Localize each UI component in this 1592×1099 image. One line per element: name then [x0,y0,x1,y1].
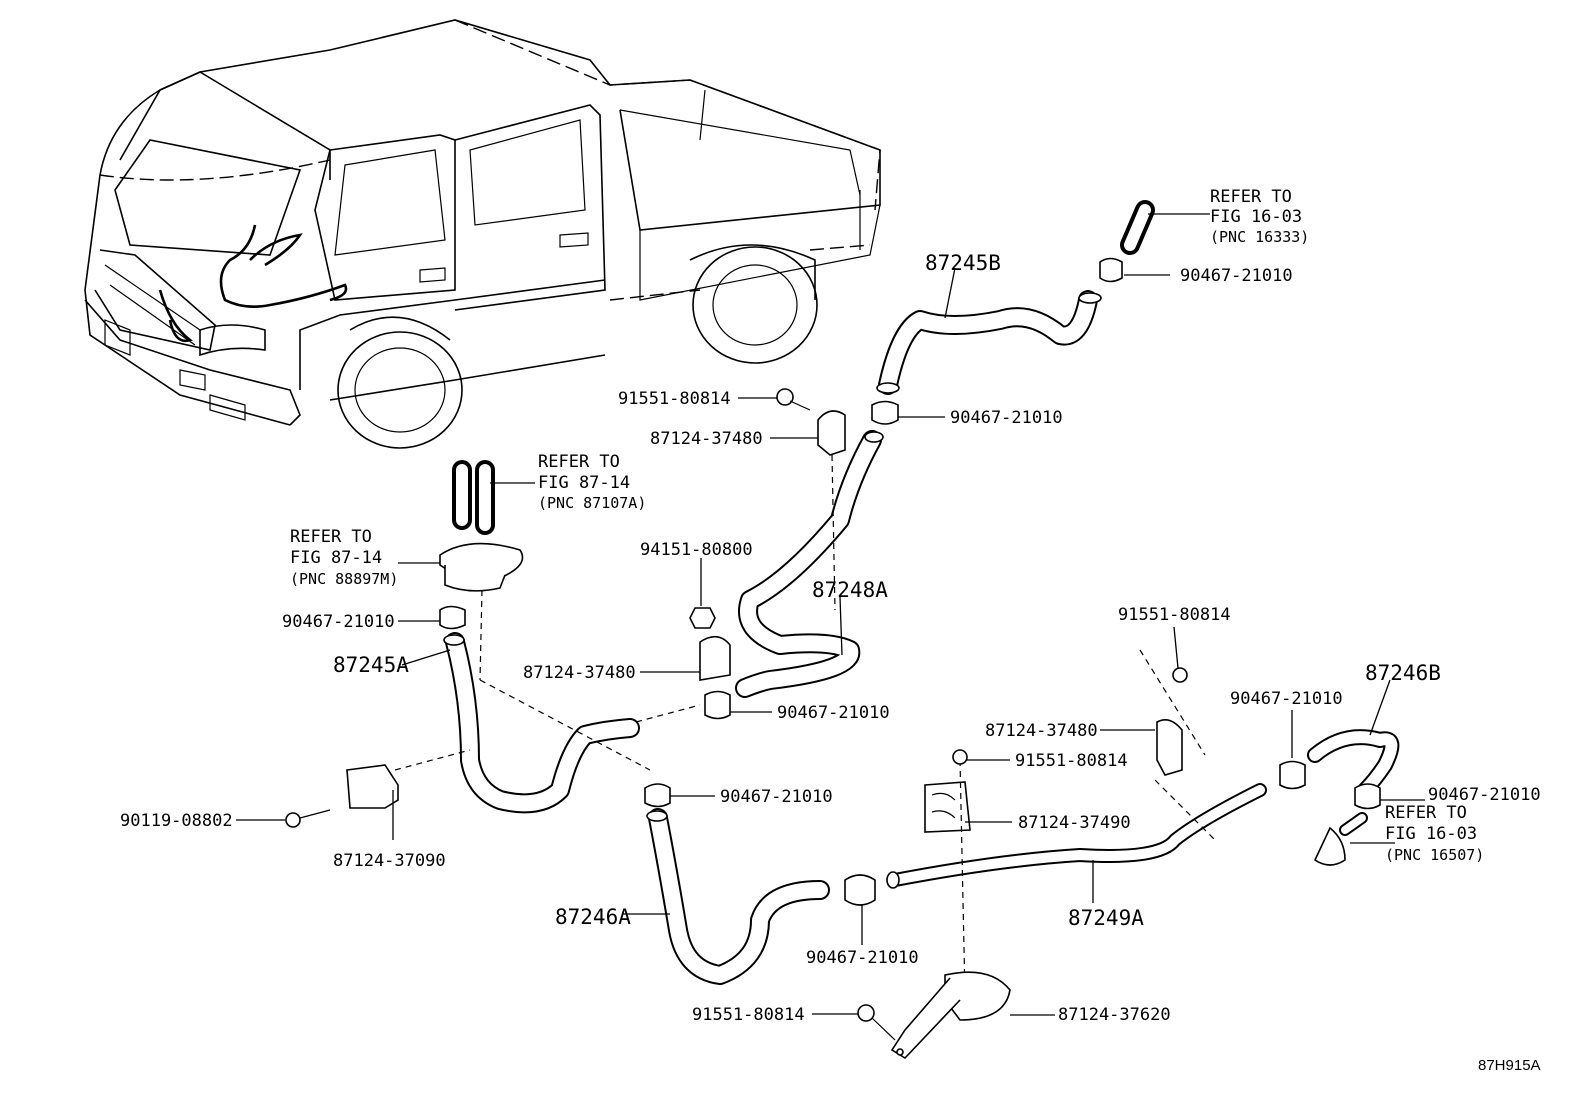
ref2-line1: REFER TO [538,452,620,472]
clamp-90467-a [1099,257,1123,283]
ref3-line1: REFER TO [290,527,372,547]
ref3-line3: (PNC 88897M) [290,570,398,588]
label-87246B: 87246B [1365,661,1441,685]
label-bolt-b: 91551-80814 [1118,605,1231,625]
label-bracket-37490: 87124-37490 [1018,813,1131,833]
refer-fig-87-14-lower: REFER TO FIG 87-14 (PNC 88897M) [290,527,398,588]
label-bolt-a: 91551-80814 [618,389,731,409]
label-bracket-37480-b: 87124-37480 [523,663,636,683]
ref3-line2: FIG 87-14 [290,548,382,568]
label-clamp-d: 90467-21010 [777,703,890,723]
ref4-line2: FIG 16-03 [1385,824,1477,844]
label-87245A: 87245A [333,653,409,677]
hose-87249A [886,783,1267,889]
label-bolt-c: 91551-80814 [1015,751,1128,771]
label-87248A: 87248A [812,578,888,602]
refer-fig-87-14-upper: REFER TO FIG 87-14 (PNC 87107A) [538,452,646,512]
label-87249A: 87249A [1068,906,1144,930]
label-bracket-37090: 87124-37090 [333,851,446,871]
label-bracket-37480-a: 87124-37480 [650,429,763,449]
hose-87245B [876,290,1102,395]
label-bracket-37620: 87124-37620 [1058,1005,1171,1025]
hose-87248A [735,430,884,698]
ref4-line3: (PNC 16507) [1385,846,1484,864]
refer-fig-16-03-bottom: REFER TO FIG 16-03 (PNC 16507) [1385,803,1484,864]
ref1-line2: FIG 16-03 [1210,207,1302,227]
label-clamp-h: 90467-21010 [1428,785,1541,805]
label-clamp-a: 90467-21010 [1180,266,1293,286]
label-clamp-g: 90467-21010 [1230,689,1343,709]
ref1-line3: (PNC 16333) [1210,228,1309,246]
label-clamp-b: 90467-21010 [950,408,1063,428]
truck-illustration [84,19,881,449]
ref2-line2: FIG 87-14 [538,473,630,493]
label-clamp-e: 90467-21010 [720,787,833,807]
ref4-line1: REFER TO [1385,803,1467,823]
label-87246A: 87246A [555,905,631,929]
label-nut-94151: 94151-80800 [640,540,753,560]
refer-fig-16-03-top: REFER TO FIG 16-03 (PNC 16333) [1210,187,1309,246]
label-clamp-f: 90467-21010 [806,948,919,968]
label-87245B: 87245B [925,251,1001,275]
ref1-line1: REFER TO [1210,187,1292,207]
label-clamp-c: 90467-21010 [282,612,395,632]
reservoir-cap [439,542,524,592]
label-bracket-37480-c: 87124-37480 [985,721,1098,741]
diagram-code: 87H915A [1478,1057,1541,1074]
ref2-line3: (PNC 87107A) [538,494,646,512]
hose-87246B [1307,729,1400,798]
label-screw-90119: 90119-08802 [120,811,233,831]
hose-87245A [443,632,640,814]
bracket-87124-37620 [890,971,1011,1060]
hose-87246A [646,808,830,985]
label-bolt-d: 91551-80814 [692,1005,805,1025]
